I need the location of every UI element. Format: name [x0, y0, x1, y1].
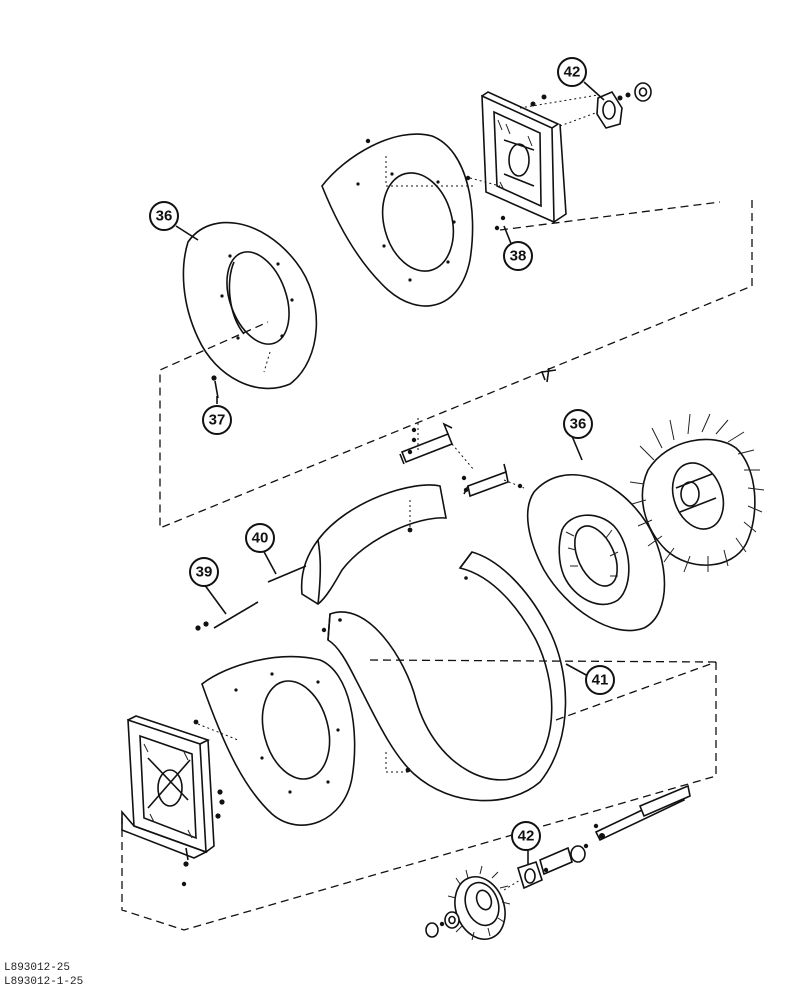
scroll-band — [327, 551, 567, 802]
housing-brackets — [399, 422, 523, 498]
rods — [195, 565, 327, 633]
fan-wheel — [629, 413, 765, 573]
callout-label: 42 — [564, 64, 581, 81]
callout-label: 36 — [156, 208, 173, 225]
pulley — [447, 865, 511, 941]
bottom-mounting-frame — [121, 715, 215, 859]
callout-label: 37 — [209, 412, 226, 429]
top-mounting-frame — [481, 91, 567, 224]
callout-label: 38 — [510, 248, 527, 265]
callout-40: 40 — [245, 523, 275, 553]
top-side-plate — [321, 133, 474, 307]
callout-41: 41 — [585, 665, 615, 695]
leader-lines — [175, 81, 605, 864]
callout-42-top: 42 — [557, 57, 587, 87]
callout-37: 37 — [202, 405, 232, 435]
callout-38: 38 — [503, 241, 533, 271]
reference-code: L893012-25 — [4, 962, 71, 974]
callout-42-bottom: 42 — [511, 821, 541, 851]
callout-39: 39 — [189, 557, 219, 587]
right-side-plate — [526, 474, 666, 632]
reference-code: L893012-1-25 — [4, 976, 84, 988]
callout-label: 40 — [252, 530, 269, 547]
callout-36-left: 36 — [149, 201, 179, 231]
shaft — [583, 784, 691, 849]
bottom-side-plate — [201, 655, 356, 826]
spacer-and-bearing — [517, 845, 586, 890]
upper-scroll-sheet — [300, 484, 447, 605]
callout-label: 36 — [570, 416, 587, 433]
callout-36-right: 36 — [563, 409, 593, 439]
left-side-plate — [182, 221, 318, 390]
callout-label: 39 — [196, 564, 213, 581]
callout-label: 41 — [592, 672, 609, 689]
callout-label: 42 — [518, 828, 535, 845]
top-bearing-assembly — [530, 82, 652, 129]
